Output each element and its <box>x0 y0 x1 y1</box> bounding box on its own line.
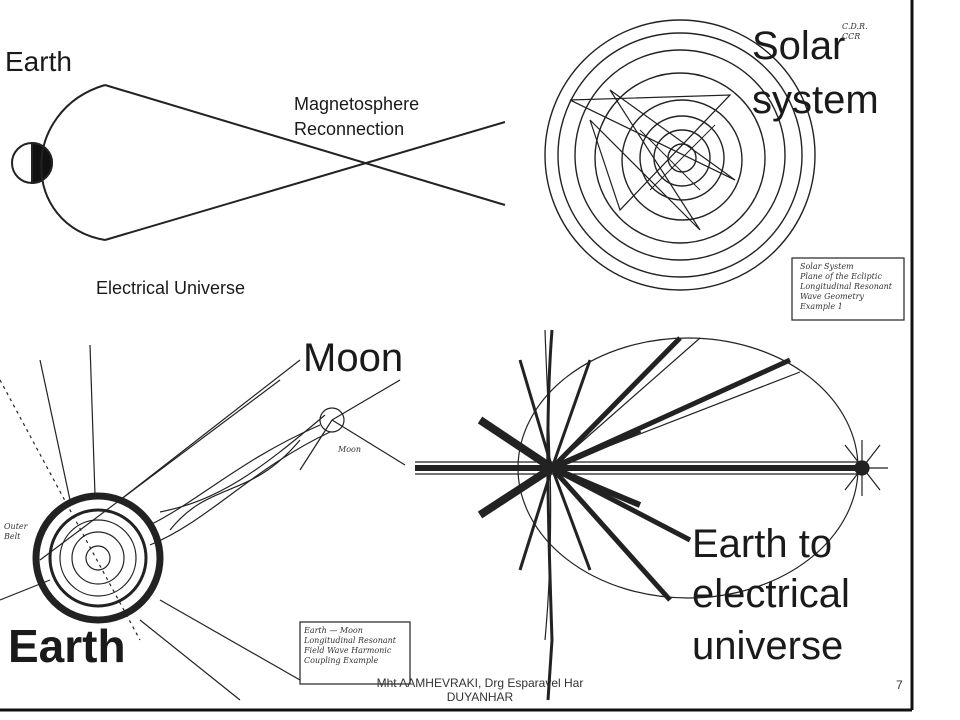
e2u-label-line1: Earth to <box>692 522 833 566</box>
magnetosphere-label: Magnetosphere <box>294 94 420 114</box>
solar-label-line2: system <box>752 78 879 122</box>
earth-universe-diagram <box>415 329 888 701</box>
footer-author-line2: DUYANHAR <box>446 690 514 704</box>
reconnection-label: Reconnection <box>294 119 405 139</box>
belt-note: Outer Belt <box>4 522 28 541</box>
moon-label: Moon <box>303 336 404 380</box>
electrical-universe-label: Electrical Universe <box>96 278 246 298</box>
footer-author: Mht AAMHEVRAKI, Drg Esparavel Har DUYANH… <box>330 676 630 704</box>
earth-moon-diagram <box>0 344 411 701</box>
moon-small-note: Moon <box>338 445 361 454</box>
corner-mark: C.D.R. CCR <box>842 22 868 41</box>
moon-note: Earth — Moon Longitudinal Resonant Field… <box>304 626 396 665</box>
earth-label-top: Earth <box>5 46 72 77</box>
magnetosphere-diagram <box>11 84 506 241</box>
solar-system-diagram <box>544 19 905 321</box>
earth-label-bottom: Earth <box>8 620 126 672</box>
e2u-label-line2: electrical <box>692 572 850 616</box>
page-number: 7 <box>896 678 903 692</box>
solar-note: Solar System Plane of the Ecliptic Longi… <box>800 262 892 311</box>
footer-author-line1: Mht AAMHEVRAKI, Drg Esparavel Har <box>376 676 584 690</box>
e2u-label-line3: universe <box>692 624 844 668</box>
solar-label-line1: Solar <box>752 24 846 68</box>
